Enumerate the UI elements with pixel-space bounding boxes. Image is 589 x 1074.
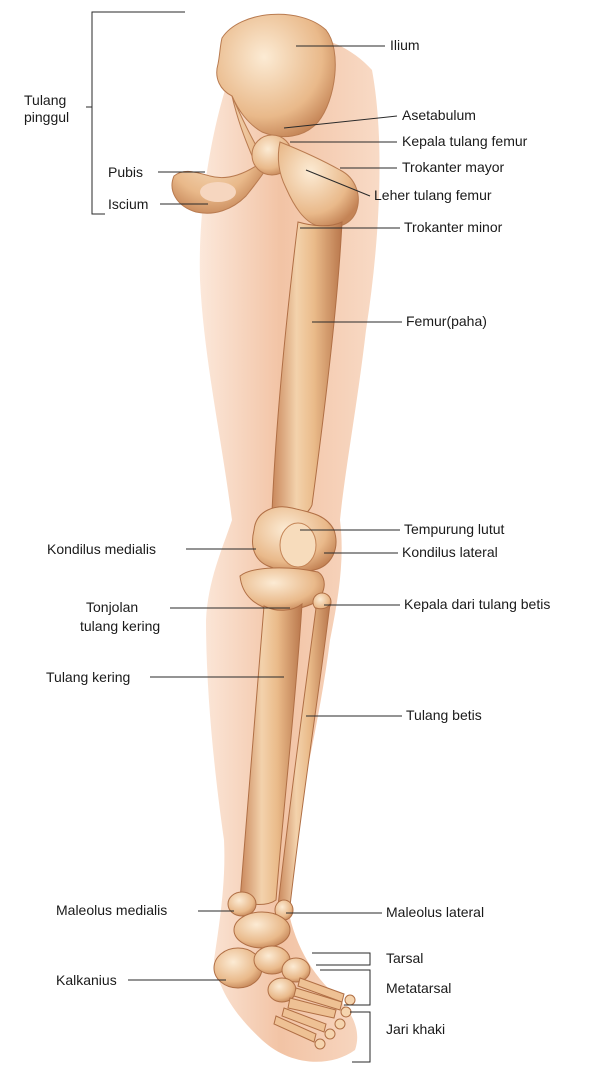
label-ilium: Ilium [390,37,420,53]
label-patella: Tempurung lutut [404,521,505,537]
medial-malleolus [228,892,256,916]
label-hip-group-line2: pinggul [24,109,69,125]
label-fibula: Tulang betis [406,707,482,723]
label-medial-malleolus: Maleolus medialis [56,902,167,918]
talus-bone [234,912,290,948]
label-iscium: Iscium [108,196,148,212]
label-tibial-tuberosity-line2: tulang kering [80,618,160,634]
label-pubis: Pubis [108,164,143,180]
label-lateral-malleolus: Maleolus lateral [386,904,484,920]
label-femur-head: Kepala tulang femur [402,133,528,149]
label-tibial-tuberosity-line1: Tonjolan [86,599,138,615]
obturator-hole [200,182,236,202]
toe-bone [325,1029,335,1039]
label-tarsal: Tarsal [386,950,423,966]
toe-bone [341,1007,351,1017]
label-femur-neck: Leher tulang femur [374,187,492,203]
label-calcaneus: Kalkanius [56,972,117,988]
hip-bracket [92,12,185,214]
label-fibula-head: Kepala dari tulang betis [404,596,550,612]
label-asetabulum: Asetabulum [402,107,476,123]
label-femur: Femur(paha) [406,313,487,329]
label-greater-trochanter: Trokanter mayor [402,159,505,175]
label-lateral-condyle: Kondilus lateral [402,544,498,560]
label-metatarsal: Metatarsal [386,980,451,996]
toe-bone [345,995,355,1005]
calcaneus-bone [214,948,262,988]
label-tibia: Tulang kering [46,669,130,685]
label-lesser-trochanter: Trokanter minor [404,219,503,235]
tarsal-bracket [312,953,370,965]
toe-bone [315,1039,325,1049]
label-hip-group-line1: Tulang [24,92,66,108]
label-medial-condyle: Kondilus medialis [47,541,156,557]
toe-bone [335,1019,345,1029]
label-phalanges: Jari khaki [386,1021,445,1037]
